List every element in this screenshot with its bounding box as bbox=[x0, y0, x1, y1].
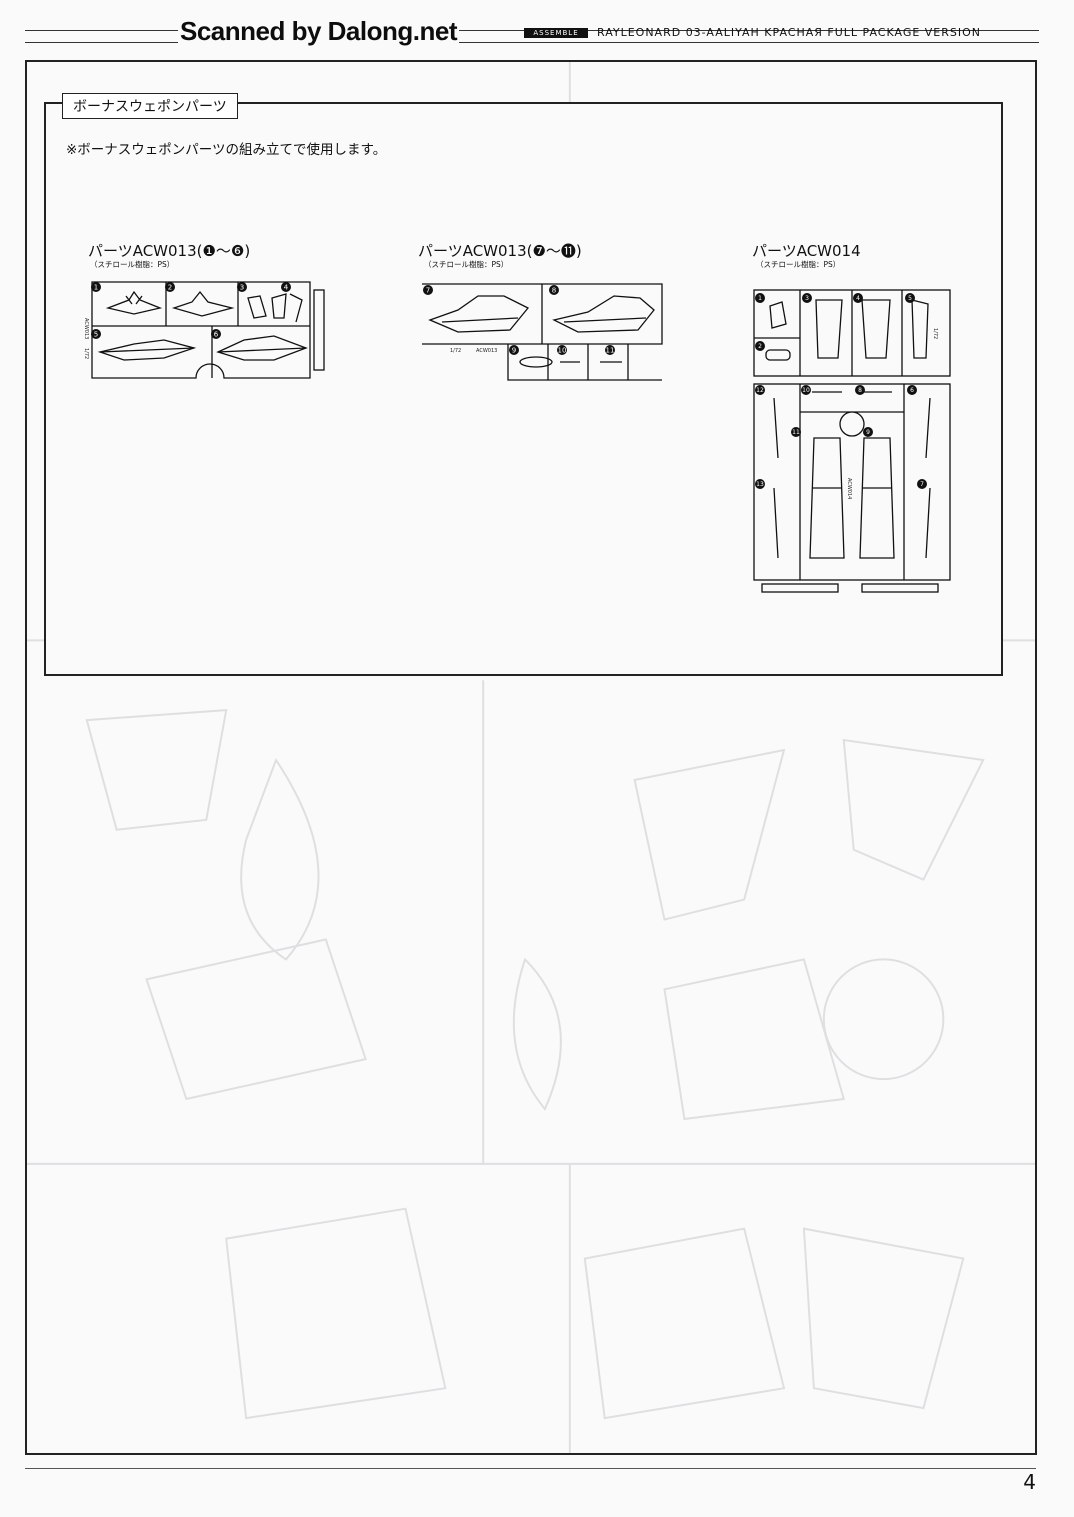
runner-label: 3 bbox=[805, 295, 809, 302]
runner-label: 7 bbox=[920, 481, 924, 488]
runner-label: 11 bbox=[606, 347, 615, 355]
header-rule-bottom bbox=[25, 42, 1039, 43]
runner-label: 5 bbox=[94, 331, 98, 339]
runner-label: 4 bbox=[856, 295, 860, 302]
runner-label: 2 bbox=[168, 284, 172, 292]
section-title: ボーナスウェポンパーツ bbox=[62, 93, 238, 119]
runner-label: 1 bbox=[94, 284, 98, 292]
runner-label: 6 bbox=[910, 387, 914, 394]
parts-acw014-material: （スチロール樹脂：PS） bbox=[756, 260, 841, 269]
runner-label: 8 bbox=[858, 387, 862, 394]
parts-acw014-title: パーツACW014 bbox=[752, 242, 861, 260]
runner-label: 10 bbox=[558, 347, 567, 355]
usage-note: ※ボーナスウェポンパーツの組み立てで使用します。 bbox=[66, 142, 387, 158]
parts-acw013-b-title: パーツACW013(❼〜⓫) bbox=[418, 242, 582, 260]
runner-acw013-b: 7 8 9 10 11 1/72 ACW013 bbox=[418, 280, 668, 382]
runner-label: 7 bbox=[426, 287, 430, 295]
runner-acw014: 1 2 3 4 5 6 7 8 9 10 11 12 13 1/72 ACW01… bbox=[752, 288, 952, 594]
runner-code: ACW013 bbox=[476, 348, 497, 354]
runner-label: 3 bbox=[240, 284, 244, 292]
runner-code: ACW014 bbox=[846, 478, 852, 499]
watermark: Scanned by Dalong.net bbox=[178, 16, 459, 47]
runner-label: 11 bbox=[792, 429, 800, 436]
runner-label: 5 bbox=[908, 295, 912, 302]
runner-scale: 1/72 bbox=[932, 328, 938, 339]
parts-acw013-a-title: パーツACW013(❶〜❻) bbox=[88, 242, 251, 260]
runner-scale: 1/72 bbox=[450, 348, 461, 354]
page-number: 4 bbox=[1023, 1470, 1036, 1494]
runner-label: 12 bbox=[756, 387, 764, 394]
runner-acw013-a: 1 2 3 4 5 6 ACW013 1/72 bbox=[74, 278, 332, 380]
parts-acw013-a-material: （スチロール樹脂：PS） bbox=[90, 260, 175, 269]
runner-label: 4 bbox=[284, 284, 289, 292]
runner-label: 13 bbox=[756, 481, 764, 488]
runner-label: 9 bbox=[512, 347, 516, 355]
runner-label: 8 bbox=[552, 287, 556, 295]
runner-label: 1 bbox=[758, 295, 762, 302]
runner-label: 6 bbox=[214, 331, 219, 339]
parts-acw013-b-material: （スチロール樹脂：PS） bbox=[424, 260, 509, 269]
runner-label: 2 bbox=[758, 343, 762, 350]
runner-label: 9 bbox=[866, 429, 870, 436]
product-title: RAYLEONARD 03-AALIYAH KPACHAЯ FULL PACKA… bbox=[597, 26, 982, 39]
assemble-badge: ASSEMBLE bbox=[524, 28, 588, 38]
footer-rule bbox=[25, 1468, 1036, 1469]
runner-scale: 1/72 bbox=[83, 348, 89, 359]
runner-code: ACW013 bbox=[83, 318, 89, 339]
runner-label: 10 bbox=[802, 387, 810, 394]
